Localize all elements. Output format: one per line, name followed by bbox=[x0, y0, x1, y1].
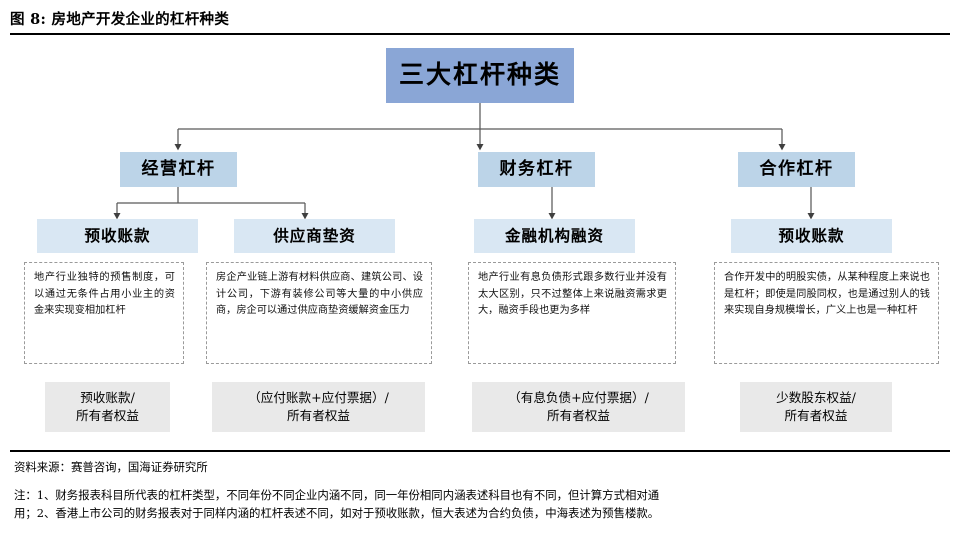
node-supplier-financing-label: 供应商垫资 bbox=[273, 226, 356, 246]
formula-interest-debt-line2: 所有者权益 bbox=[547, 408, 610, 423]
node-advance-receipts-2[interactable]: 预收账款 bbox=[731, 219, 892, 253]
formula-advance-receipts-line1: 预收账款/ bbox=[80, 389, 135, 405]
node-institutional-financing-label: 金融机构融资 bbox=[504, 226, 604, 246]
description-institutional-financing-text: 地产行业有息负债形式跟多数行业并没有太大区别，只不过整体上来说融资需求更大，融资… bbox=[478, 272, 667, 317]
description-advance-receipts: 地产行业独特的预售制度，可以通过无条件占用小业主的资金来实现变相加杠杆 bbox=[24, 262, 184, 364]
node-financial-leverage-label: 财务杠杆 bbox=[499, 158, 574, 179]
description-cooperation-text: 合作开发中的明股实债，从某种程度上来说也是杠杆；即使是同股同权，也是通过别人的钱… bbox=[724, 272, 930, 317]
node-root-label: 三大杠杆种类 bbox=[398, 60, 561, 90]
formula-advance-receipts-line2: 所有者权益 bbox=[76, 408, 139, 423]
description-institutional-financing: 地产行业有息负债形式跟多数行业并没有太大区别，只不过整体上来说融资需求更大，融资… bbox=[468, 262, 676, 364]
formula-payables-line2: 所有者权益 bbox=[287, 408, 350, 423]
formula-interest-debt-ratio: （有息负债+应付票据）/ 所有者权益 bbox=[472, 382, 685, 432]
figure-header: 图 8: 房地产开发企业的杠杆种类 bbox=[10, 8, 950, 34]
formula-minority-interest-line2: 所有者权益 bbox=[784, 408, 848, 423]
formula-payables-line1: （应付账款+应付票据）/ bbox=[248, 389, 389, 405]
formula-payables-ratio: （应付账款+应付票据）/ 所有者权益 bbox=[212, 382, 425, 432]
node-advance-receipts-1[interactable]: 预收账款 bbox=[37, 219, 198, 253]
node-advance-receipts-1-label: 预收账款 bbox=[84, 226, 151, 246]
node-operating-leverage-label: 经营杠杆 bbox=[141, 158, 216, 179]
formula-interest-debt-line1: （有息负债+应付票据）/ bbox=[508, 389, 649, 405]
description-advance-receipts-text: 地产行业独特的预售制度，可以通过无条件占用小业主的资金来实现变相加杠杆 bbox=[34, 272, 175, 317]
page-title: 图 8: 房地产开发企业的杠杆种类 bbox=[10, 11, 230, 28]
node-cooperation-leverage[interactable]: 合作杠杆 bbox=[738, 152, 855, 187]
note-line-2: 用；2、香港上市公司的财务报表对于同样内涵的杠杆表述不同，如对于预收账款，恒大表… bbox=[14, 505, 660, 520]
description-cooperation: 合作开发中的明股实债，从某种程度上来说也是杠杆；即使是同股同权，也是通过别人的钱… bbox=[714, 262, 939, 364]
description-supplier-financing: 房企产业链上游有材料供应商、建筑公司、设计公司，下游有装修公司等大量的中小供应商… bbox=[206, 262, 432, 364]
node-advance-receipts-2-label: 预收账款 bbox=[778, 226, 845, 246]
note-line-1: 注：1、财务报表科目所代表的杠杆类型，不同年份不同企业内涵不同，同一年份相同内涵… bbox=[14, 488, 660, 502]
formula-minority-interest-ratio: 少数股东权益/ 所有者权益 bbox=[740, 382, 892, 432]
footer-divider bbox=[10, 450, 950, 452]
node-institutional-financing[interactable]: 金融机构融资 bbox=[474, 219, 635, 253]
node-cooperation-leverage-label: 合作杠杆 bbox=[759, 158, 834, 179]
formula-advance-receipts-ratio: 预收账款/ 所有者权益 bbox=[45, 382, 170, 432]
source-text: 资料来源：赛普咨询，国海证券研究所 bbox=[14, 460, 208, 474]
node-operating-leverage[interactable]: 经营杠杆 bbox=[120, 152, 237, 187]
node-supplier-financing[interactable]: 供应商垫资 bbox=[234, 219, 395, 253]
node-financial-leverage[interactable]: 财务杠杆 bbox=[478, 152, 595, 187]
node-root[interactable]: 三大杠杆种类 bbox=[386, 48, 574, 103]
description-supplier-financing-text: 房企产业链上游有材料供应商、建筑公司、设计公司，下游有装修公司等大量的中小供应商… bbox=[216, 272, 423, 317]
note-block: 注：1、财务报表科目所代表的杠杆类型，不同年份不同企业内涵不同，同一年份相同内涵… bbox=[14, 487, 950, 522]
formula-minority-interest-line1: 少数股东权益/ bbox=[776, 389, 856, 405]
header-divider bbox=[10, 33, 950, 35]
